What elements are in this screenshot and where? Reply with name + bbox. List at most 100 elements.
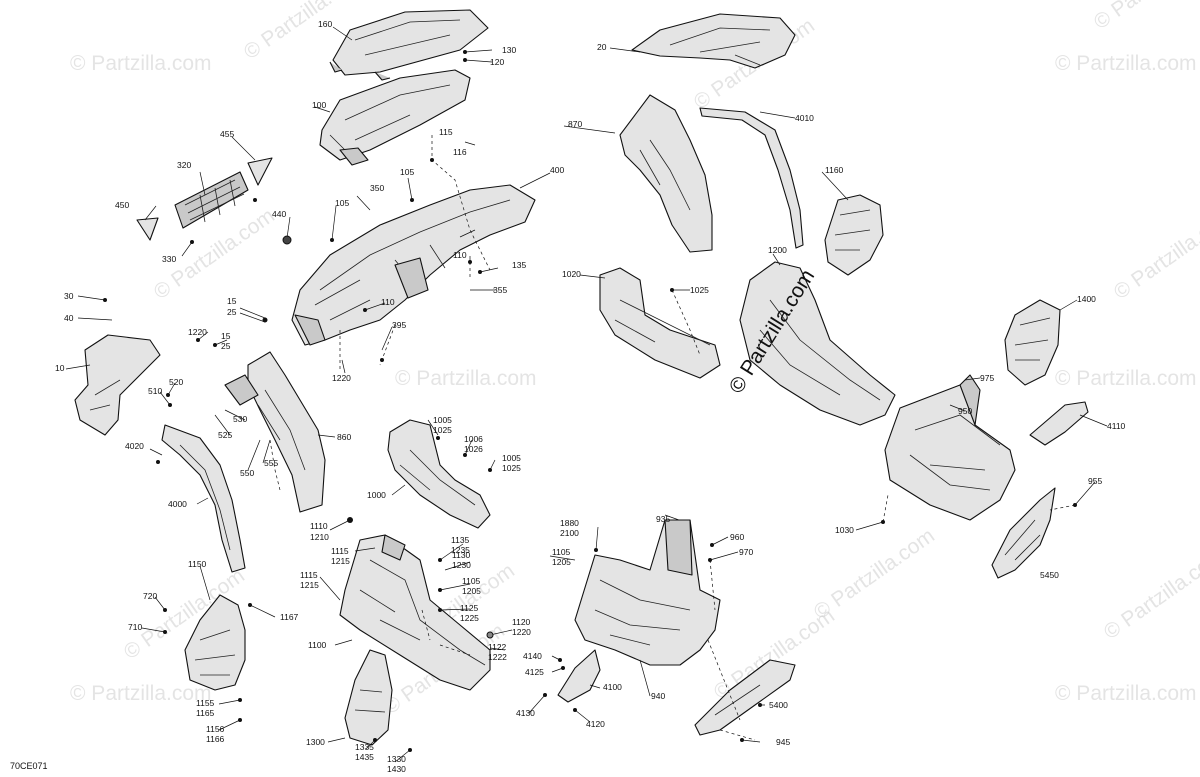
callout-label: 1165 (196, 708, 215, 718)
callout-label: 1115 (300, 570, 318, 580)
callout-label: 525 (218, 430, 232, 440)
callout-label: 1225 (460, 613, 479, 623)
callout-label: 1330 (387, 754, 406, 764)
watermark-text: © Partzilla.com (1055, 52, 1197, 75)
diagram-code: 70CE071 (10, 761, 48, 771)
callout-label: 1025 (690, 285, 709, 295)
callout-label: 4125 (525, 667, 544, 677)
part-860-trim-panel (224, 351, 326, 513)
callout-label: 1335 (355, 742, 374, 752)
callout-label: 135 (512, 260, 526, 270)
callout-label: 455 (220, 129, 234, 139)
callout-label: 25 (227, 307, 237, 317)
callout-label: 555 (264, 458, 278, 468)
part-950-floor-tub (884, 374, 1016, 521)
part-5400-skid-plate (694, 659, 796, 736)
part-1000-footwell-right (387, 419, 491, 529)
callout-label: 1005 (433, 415, 452, 425)
callout-label: 550 (240, 468, 254, 478)
part-1020-footwell-left (599, 267, 721, 379)
callout-label: 130 (502, 45, 516, 55)
callout-label: 355 (493, 285, 507, 295)
callout-label: 1210 (310, 532, 329, 542)
watermark-text: © Partzilla.com (70, 52, 212, 75)
callout-label: 1115 (331, 546, 349, 556)
callout-label: 935 (656, 514, 670, 524)
callout-label: 15 (227, 296, 237, 306)
callout-label: 4130 (516, 708, 535, 718)
part-1200-floor-panel (739, 261, 896, 426)
callout-label: 450 (115, 200, 129, 210)
callout-label: 870 (568, 119, 582, 129)
callout-label: 1435 (355, 752, 374, 762)
callout-label: 1160 (825, 165, 844, 175)
callout-label: 860 (337, 432, 351, 442)
callout-label: 105 (400, 167, 414, 177)
part-1400-panel (1004, 299, 1061, 386)
callout-label: 1220 (512, 627, 531, 637)
callout-label: 1400 (1077, 294, 1096, 304)
callout-label: 1006 (464, 434, 483, 444)
callout-label: 160 (318, 19, 332, 29)
callout-label: 1430 (387, 764, 406, 774)
callout-label: 20 (597, 42, 607, 52)
callout-label: 5400 (769, 700, 788, 710)
callout-label: 15 (221, 331, 231, 341)
callout-label: 1100 (308, 640, 327, 650)
part-4000-pillar (161, 424, 246, 573)
callout-label: 4110 (1107, 421, 1126, 431)
callout-label: 1230 (452, 560, 471, 570)
part-320-grille (174, 171, 249, 229)
part-940-floor-panel (574, 519, 721, 666)
callout-label: 4010 (795, 113, 814, 123)
callout-label: 116 (453, 147, 467, 157)
part-450-triangle (136, 217, 159, 241)
watermark-text: © Partzilla.com (395, 367, 537, 390)
callout-label: 1200 (768, 245, 787, 255)
callout-label: 4140 (523, 651, 542, 661)
callout-label: 350 (370, 183, 384, 193)
part-4100-bracket (557, 649, 601, 703)
callout-label: 1120 (512, 617, 531, 627)
callout-labels: 160 130 120 20 100 870 4010 455 115 116 … (55, 19, 1126, 774)
callout-label: 1005 (502, 453, 521, 463)
callout-label: 40 (64, 313, 74, 323)
watermark-text: © Partzilla.com (70, 682, 212, 705)
callout-label: 530 (233, 414, 247, 424)
callout-label: 1222 (488, 652, 507, 662)
callout-label: 970 (739, 547, 753, 557)
callout-label: 1155 (196, 698, 215, 708)
callout-label: 945 (776, 737, 790, 747)
part-20-upper-panel (631, 13, 796, 69)
part-1160-panel (824, 194, 884, 276)
part-5450-panel (991, 487, 1056, 579)
callout-label: 1130 (452, 550, 471, 560)
watermark-text: © Partzilla.com (1055, 367, 1197, 390)
callout-label: 4120 (586, 719, 605, 729)
watermark-text: © Partzilla.com (810, 524, 939, 624)
leader-lines (65, 26, 1108, 763)
callout-label: 510 (148, 386, 162, 396)
callout-label: 4020 (125, 441, 144, 451)
callout-label: 1020 (562, 269, 581, 279)
callout-label: 1110 (310, 521, 328, 531)
callout-label: 1135 (451, 535, 470, 545)
callout-label: 395 (392, 320, 406, 330)
callout-label: 1025 (502, 463, 521, 473)
callout-label: 1025 (433, 425, 452, 435)
watermark-text: © Partzilla.com (1100, 544, 1200, 644)
callout-label: 25 (221, 341, 231, 351)
callout-label: 520 (169, 377, 183, 387)
callout-label: 710 (128, 622, 142, 632)
watermark-text: © Partzilla.com (1090, 0, 1200, 34)
callout-label: 1026 (464, 444, 483, 454)
callout-label: 110 (453, 250, 467, 260)
watermark-text: © Partzilla.com (1055, 682, 1197, 705)
callout-label: 1156 (206, 724, 225, 734)
callout-label: 30 (64, 291, 74, 301)
callout-label: 940 (651, 691, 665, 701)
watermark-text: © Partzilla.com (1110, 204, 1200, 304)
callout-label: 975 (980, 373, 994, 383)
part-1300-panel (344, 649, 393, 746)
fasteners (103, 50, 1077, 752)
